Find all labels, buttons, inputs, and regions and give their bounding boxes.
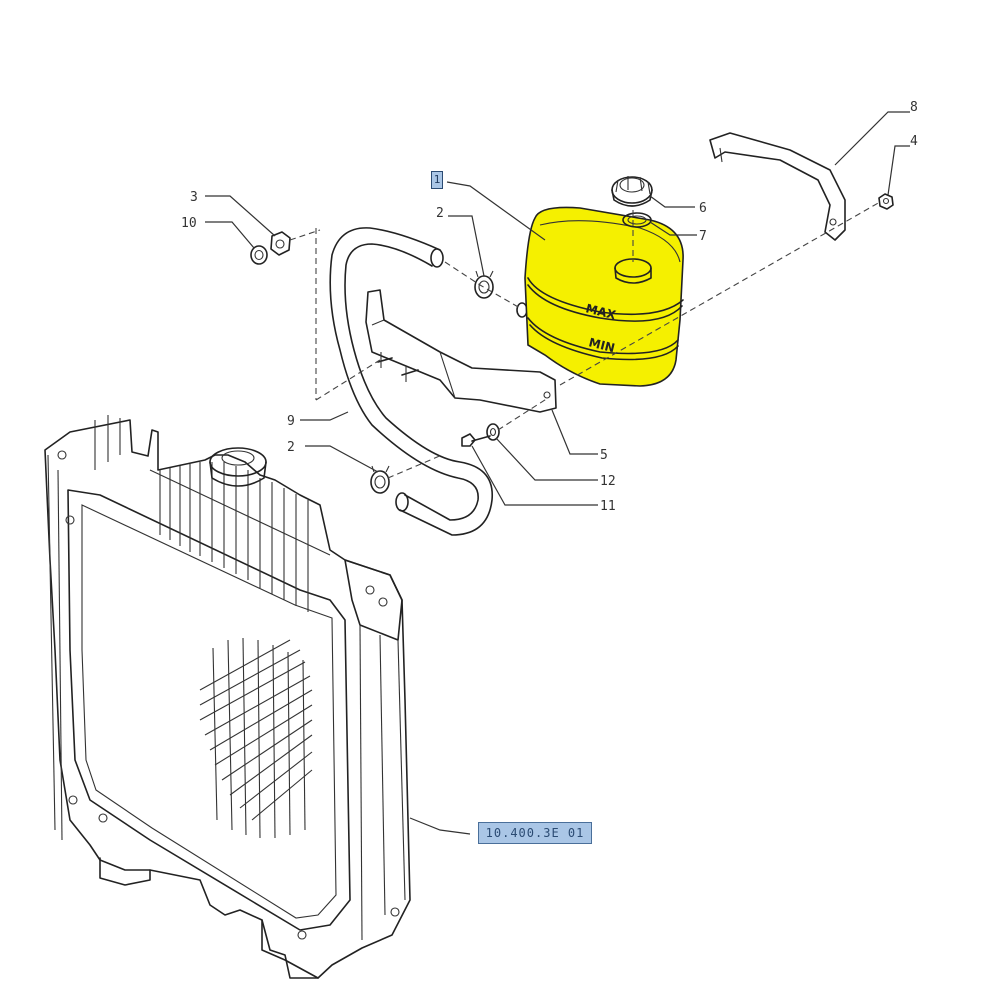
callout-1-selected[interactable]: 1 xyxy=(431,171,443,189)
radiator-core-grid xyxy=(199,637,313,839)
callout-8: 8 xyxy=(910,100,918,115)
tank-strap xyxy=(709,132,846,241)
callout-labels: 2 3 10 9 2 5 12 11 6 7 8 4 xyxy=(181,100,918,514)
callout-4: 4 xyxy=(910,134,918,149)
expansion-tank: MAX MIN xyxy=(524,206,684,387)
strap-nut xyxy=(878,193,894,210)
radiator-cap xyxy=(209,447,267,487)
alignment-lines xyxy=(289,201,881,479)
callout-11: 11 xyxy=(600,499,616,514)
callout-9: 9 xyxy=(287,414,295,429)
tank-min-label: MIN xyxy=(587,335,616,355)
cap-seal xyxy=(622,212,652,228)
tank-cap xyxy=(611,176,653,207)
callout-2-upper: 2 xyxy=(436,206,444,221)
callout-2-lower: 2 xyxy=(287,440,295,455)
radiator xyxy=(44,415,411,979)
callout-12: 12 xyxy=(600,474,616,489)
nut-and-washer xyxy=(250,231,291,265)
mounting-bracket xyxy=(365,289,557,413)
callout-6: 6 xyxy=(699,201,707,216)
bolt-and-washer xyxy=(461,423,500,447)
callout-3: 3 xyxy=(190,190,198,205)
leader-lines xyxy=(205,111,910,835)
coolant-hose xyxy=(329,227,493,536)
callout-7: 7 xyxy=(699,229,707,244)
callout-5: 5 xyxy=(600,448,608,463)
reference-link-radiator[interactable]: 10.400.3E 01 xyxy=(478,822,592,844)
callout-10: 10 xyxy=(181,216,197,231)
radiator-fins xyxy=(149,462,331,612)
